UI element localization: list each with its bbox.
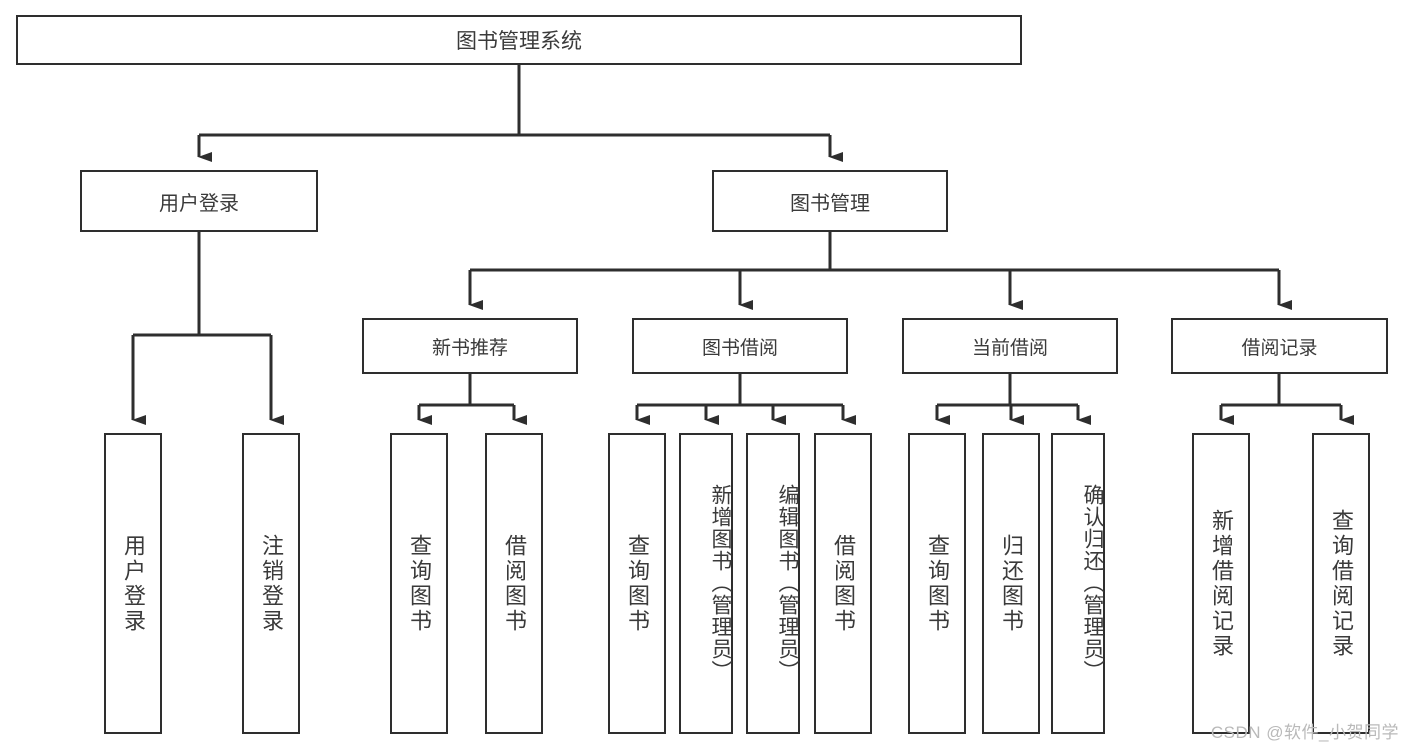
node-user-login[interactable]: 用户登录 bbox=[80, 170, 318, 232]
node-leaf-query-book-3-label: 查询图书 bbox=[925, 533, 950, 634]
node-leaf-query-book-1-label: 查询图书 bbox=[407, 533, 432, 634]
node-leaf-edit-book[interactable]: 编辑图书（管理员） bbox=[746, 433, 800, 734]
node-book-manage[interactable]: 图书管理 bbox=[712, 170, 948, 232]
node-leaf-confirm-return-label: 确认归还（管理员） bbox=[1081, 483, 1104, 682]
node-leaf-borrow-book-1-label: 借阅图书 bbox=[502, 533, 527, 634]
node-leaf-query-book-2[interactable]: 查询图书 bbox=[608, 433, 666, 734]
node-leaf-return-book-label: 归还图书 bbox=[999, 533, 1024, 634]
node-leaf-query-book-3[interactable]: 查询图书 bbox=[908, 433, 966, 734]
node-leaf-logout-label: 注销登录 bbox=[259, 533, 284, 634]
node-leaf-add-book-label: 新增图书（管理员） bbox=[709, 483, 732, 682]
node-borrow-record-label: 借阅记录 bbox=[1241, 337, 1318, 359]
node-current-borrow[interactable]: 当前借阅 bbox=[902, 318, 1118, 374]
node-user-login-label: 用户登录 bbox=[159, 192, 239, 215]
node-leaf-query-book-2-label: 查询图书 bbox=[625, 533, 650, 634]
node-root-label: 图书管理系统 bbox=[456, 30, 582, 53]
node-leaf-query-record-label: 查询借阅记录 bbox=[1329, 508, 1354, 659]
node-leaf-add-record-label: 新增借阅记录 bbox=[1209, 508, 1234, 659]
node-leaf-edit-book-label: 编辑图书（管理员） bbox=[776, 483, 799, 682]
node-leaf-borrow-book-2[interactable]: 借阅图书 bbox=[814, 433, 872, 734]
node-root[interactable]: 图书管理系统 bbox=[16, 15, 1022, 65]
node-borrow-record[interactable]: 借阅记录 bbox=[1171, 318, 1388, 374]
node-current-borrow-label: 当前借阅 bbox=[971, 337, 1048, 359]
node-leaf-user-login[interactable]: 用户登录 bbox=[104, 433, 162, 734]
node-book-borrow[interactable]: 图书借阅 bbox=[632, 318, 848, 374]
node-leaf-add-book[interactable]: 新增图书（管理员） bbox=[679, 433, 733, 734]
node-new-book-recommend-label: 新书推荐 bbox=[431, 337, 508, 359]
node-new-book-recommend[interactable]: 新书推荐 bbox=[362, 318, 578, 374]
node-leaf-add-record[interactable]: 新增借阅记录 bbox=[1192, 433, 1250, 734]
node-leaf-query-record[interactable]: 查询借阅记录 bbox=[1312, 433, 1370, 734]
node-leaf-confirm-return[interactable]: 确认归还（管理员） bbox=[1051, 433, 1105, 734]
node-leaf-return-book[interactable]: 归还图书 bbox=[982, 433, 1040, 734]
node-book-borrow-label: 图书借阅 bbox=[701, 337, 778, 359]
node-leaf-user-login-label: 用户登录 bbox=[121, 533, 146, 634]
node-leaf-logout[interactable]: 注销登录 bbox=[242, 433, 300, 734]
node-leaf-query-book-1[interactable]: 查询图书 bbox=[390, 433, 448, 734]
node-leaf-borrow-book-1[interactable]: 借阅图书 bbox=[485, 433, 543, 734]
connectors bbox=[131, 65, 1354, 425]
node-leaf-borrow-book-2-label: 借阅图书 bbox=[831, 533, 856, 634]
node-book-manage-label: 图书管理 bbox=[790, 192, 870, 215]
